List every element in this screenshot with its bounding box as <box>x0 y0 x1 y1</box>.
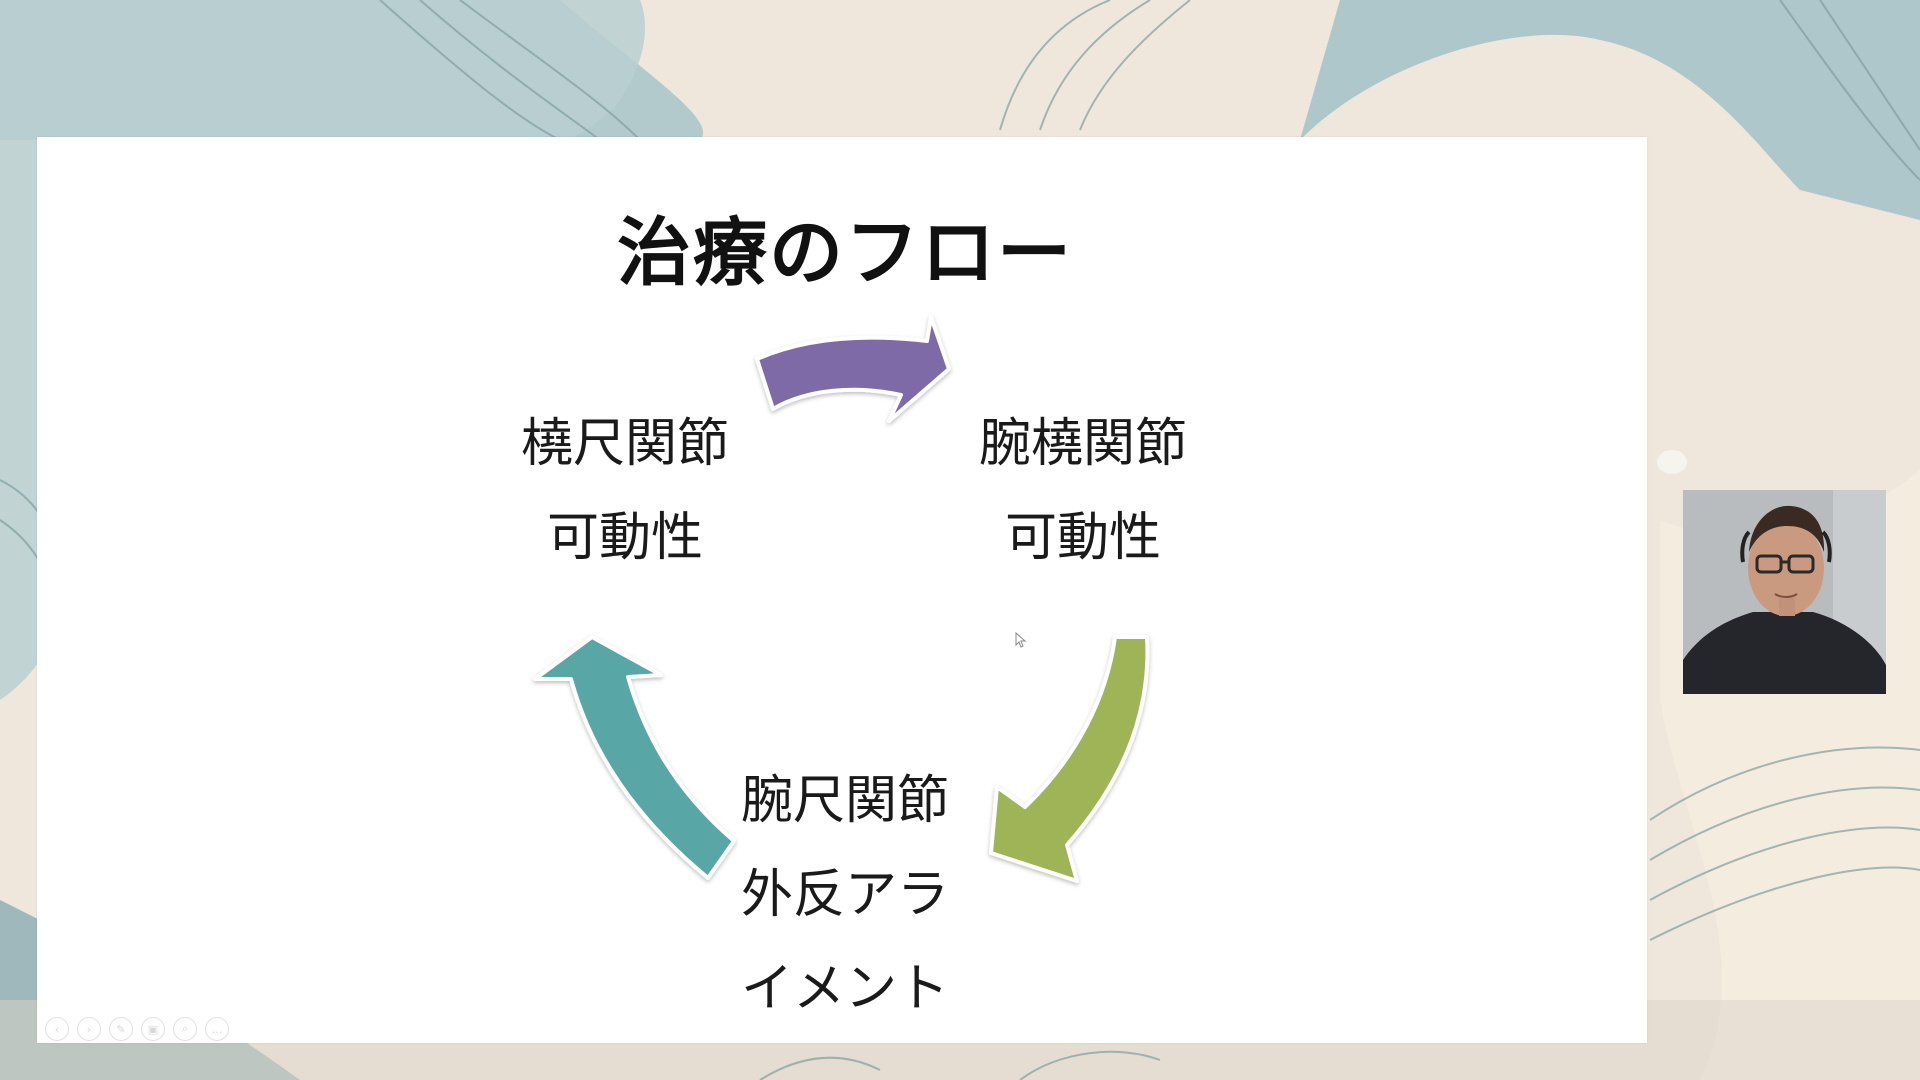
slide-title: 治療のフロー <box>617 210 1073 296</box>
node-label-line: 腕橈関節 <box>978 414 1187 474</box>
node-label-line: 腕尺関節 <box>741 771 950 831</box>
zoom-icon: ⌕ <box>181 1022 189 1035</box>
next-icon: › <box>86 1022 92 1036</box>
prev-icon: ‹ <box>54 1022 60 1036</box>
slides-icon: ▣ <box>147 1022 159 1036</box>
presenter-avatar <box>1683 490 1886 694</box>
right-arrow <box>989 635 1150 883</box>
left-arrow <box>533 635 736 880</box>
presentation-slide: 治療のフロー 橈尺関節 可動性 腕橈関節 可動性 腕尺関節 外反アラ イメント <box>37 137 1647 1043</box>
top-arrow <box>755 315 951 423</box>
slideshow-toolbar: ‹ › ✎ ▣ ⌕ … <box>45 1017 229 1041</box>
node-label-line: 橈尺関節 <box>520 414 729 474</box>
decorative-dot <box>1657 450 1687 474</box>
mouse-cursor-icon <box>1015 632 1027 648</box>
zoom-button[interactable]: ⌕ <box>173 1017 197 1041</box>
pen-button[interactable]: ✎ <box>109 1017 133 1041</box>
pen-icon: ✎ <box>116 1022 126 1036</box>
node-label-line: 外反アラ <box>741 865 950 925</box>
previous-slide-button[interactable]: ‹ <box>45 1017 69 1041</box>
next-slide-button[interactable]: › <box>77 1017 101 1041</box>
more-button[interactable]: … <box>205 1017 229 1041</box>
webcam-video-feed <box>1683 490 1886 694</box>
node-humeroradial-joint: 腕橈関節 可動性 <box>963 397 1203 585</box>
node-label-line: イメント <box>741 959 950 1019</box>
node-humeroulnar-joint: 腕尺関節 外反アラ イメント <box>741 754 981 1036</box>
slides-button[interactable]: ▣ <box>141 1017 165 1041</box>
node-label-line: 可動性 <box>1004 508 1161 568</box>
node-label-line: 可動性 <box>546 508 703 568</box>
more-icon: … <box>211 1022 223 1036</box>
node-radioulnar-joint: 橈尺関節 可動性 <box>505 397 745 585</box>
